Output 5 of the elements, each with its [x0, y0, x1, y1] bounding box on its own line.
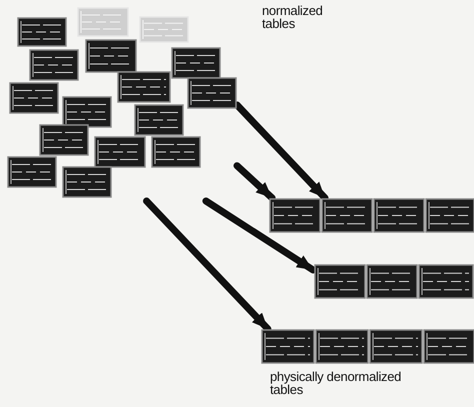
arrow [202, 198, 316, 274]
arrow [234, 101, 329, 202]
caption-text: physically denormalized tables [270, 370, 402, 396]
arrow [234, 162, 276, 202]
caption-text: normalized tables [262, 4, 324, 30]
